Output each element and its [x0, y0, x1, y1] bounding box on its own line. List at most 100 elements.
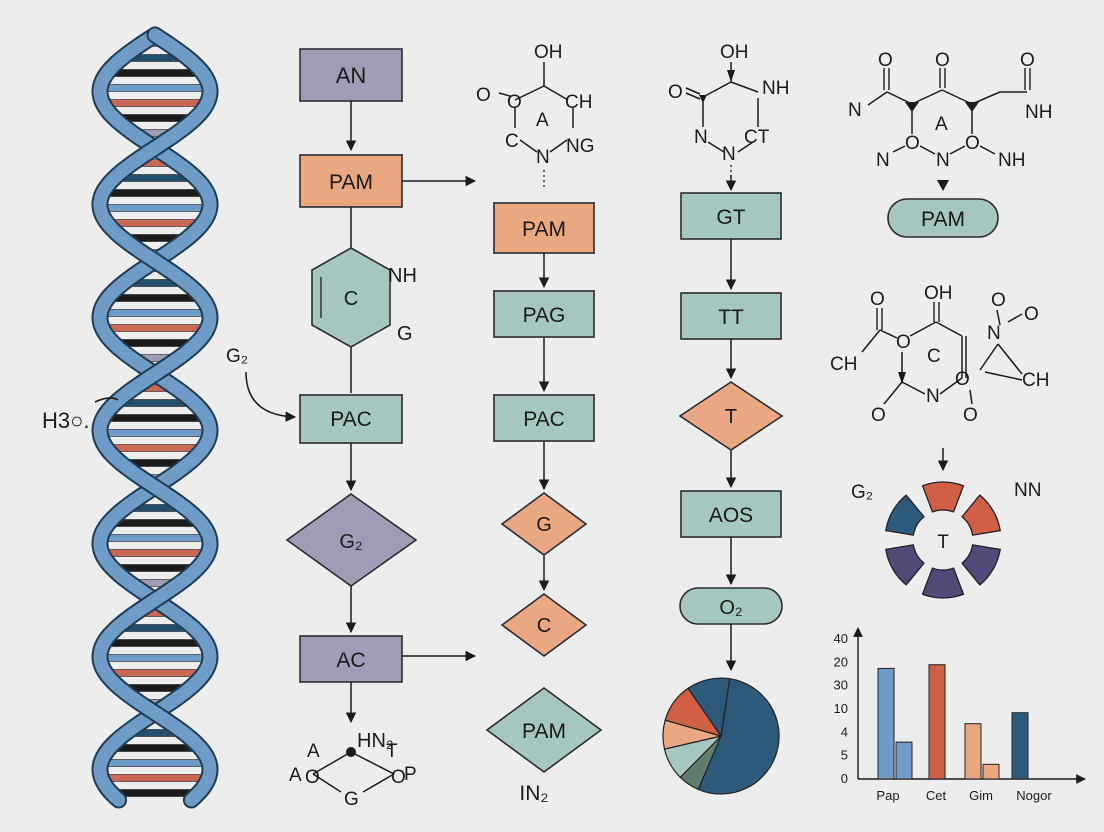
dna-base-pair	[107, 99, 203, 107]
diamond-g-label: G	[536, 514, 552, 536]
arrow-g2-pac	[245, 371, 297, 422]
pie-chart	[662, 677, 780, 795]
dna-base-pair	[104, 654, 206, 662]
svg-text:O: O	[507, 92, 522, 113]
side-g2-label: G₂	[226, 346, 248, 367]
dna-strand-back	[93, 28, 217, 807]
pie-slice-5	[687, 677, 731, 738]
svg-text:O: O	[1024, 304, 1039, 325]
column-1: AN PAM C NH G G₂ PAC G₂ AC HN₂ A	[226, 48, 477, 810]
dna-base-pair	[106, 549, 204, 557]
svg-text:A: A	[536, 110, 549, 131]
wheel-segment-5	[885, 494, 925, 536]
box-pac-1-label: PAC	[330, 408, 372, 431]
column-3: OH O NH N N CT GT TT T AOS O₂	[662, 42, 789, 795]
box-pac-1	[299, 394, 403, 444]
svg-text:NG: NG	[566, 136, 595, 157]
svg-text:N: N	[926, 386, 940, 407]
bar-2	[928, 664, 946, 780]
box-pac-2	[493, 394, 595, 442]
box-gt-label: GT	[716, 206, 745, 229]
svg-text:NH: NH	[1025, 102, 1052, 123]
box-ac	[299, 635, 403, 683]
dna-base-pair	[107, 189, 203, 197]
y-tick-label: 4	[841, 724, 848, 739]
structure-b: OH O NH N N CT	[668, 42, 789, 180]
dna-base-pair	[112, 294, 198, 302]
arrow-head-down	[937, 180, 949, 191]
structure-c: O O O N NH A N O N O NH	[848, 50, 1052, 171]
dna-base-pair	[110, 669, 200, 677]
svg-text:O: O	[963, 405, 978, 426]
dna-base-pair	[111, 69, 199, 77]
diamond-g2-label: G₂	[339, 531, 362, 553]
svg-text:N: N	[936, 150, 950, 171]
svg-text:CH: CH	[565, 92, 592, 113]
y-tick-label: 40	[834, 631, 848, 646]
bottom-ring-structure: HN₂ A T A O O P G	[289, 730, 417, 810]
svg-text:CH: CH	[1022, 370, 1049, 391]
wheel-right-label: NN	[1014, 480, 1041, 501]
box-ac-label: AC	[336, 649, 365, 672]
svg-text:N: N	[876, 150, 890, 171]
svg-text:OH: OH	[534, 42, 563, 63]
svg-text:O: O	[871, 405, 886, 426]
diamond-t-label: T	[725, 406, 737, 428]
structure-d: O OH O O CH O C N CH O N O O	[830, 283, 1049, 426]
svg-text:O: O	[896, 332, 911, 353]
x-category-label: Cet	[926, 788, 947, 803]
dna-base-pair	[107, 324, 203, 332]
box-pam-2-label: PAM	[522, 218, 566, 241]
svg-text:N: N	[694, 127, 708, 148]
svg-text:O: O	[935, 50, 950, 71]
segmented-wheel	[885, 481, 1001, 599]
y-tick-label: 5	[841, 748, 848, 763]
dna-base-pair	[107, 414, 203, 422]
dna-base-pair	[114, 744, 196, 752]
svg-text:OH: OH	[924, 283, 953, 304]
dna-base-pair	[117, 339, 193, 347]
box-an	[299, 48, 403, 102]
y-tick-label: 0	[841, 771, 848, 786]
svg-text:O: O	[905, 133, 920, 154]
svg-text:O: O	[878, 50, 893, 71]
svg-text:G: G	[344, 789, 359, 810]
diamond-pam-label: PAM	[522, 720, 566, 743]
dna-base-pair	[106, 774, 204, 782]
box-an-label: AN	[336, 63, 367, 88]
dna-base-pair	[116, 564, 194, 572]
wheel-center-label: T	[937, 532, 949, 553]
svg-text:C: C	[927, 346, 941, 367]
wheel-segment-3	[921, 567, 965, 599]
svg-text:A: A	[307, 741, 320, 762]
hexagon-nh-label: NH	[388, 265, 417, 287]
svg-text:O: O	[991, 290, 1006, 311]
box-tt	[680, 292, 782, 340]
box-pam-1	[299, 154, 403, 208]
svg-text:NH: NH	[998, 150, 1025, 171]
y-tick-label: 10	[834, 701, 848, 716]
bar-3	[964, 723, 982, 780]
svg-text:O: O	[391, 767, 406, 788]
svg-text:A: A	[935, 114, 948, 135]
bar-4	[982, 763, 1000, 780]
wheel-segment-1	[961, 494, 1001, 536]
dna-strand-front	[93, 28, 217, 807]
pill-o2-label: O₂	[719, 597, 742, 619]
structure-a: OH O O A CH C N NG	[476, 42, 595, 190]
dna-label-arrow	[94, 397, 119, 403]
svg-text:A: A	[289, 765, 302, 786]
diamond-c	[500, 593, 588, 657]
svg-text:O: O	[668, 82, 683, 103]
column-2: OH O O A CH C N NG PAM PAG PAC G C PAM I…	[476, 42, 603, 805]
box-tt-label: TT	[718, 306, 744, 329]
dna-double-helix	[91, 26, 219, 809]
svg-text:C: C	[505, 131, 519, 152]
dna-base-pair	[104, 204, 206, 212]
svg-text:O: O	[965, 133, 980, 154]
pill-pam	[887, 198, 999, 238]
wheel-segment-4	[885, 544, 925, 586]
dna-base-pair	[104, 429, 206, 437]
